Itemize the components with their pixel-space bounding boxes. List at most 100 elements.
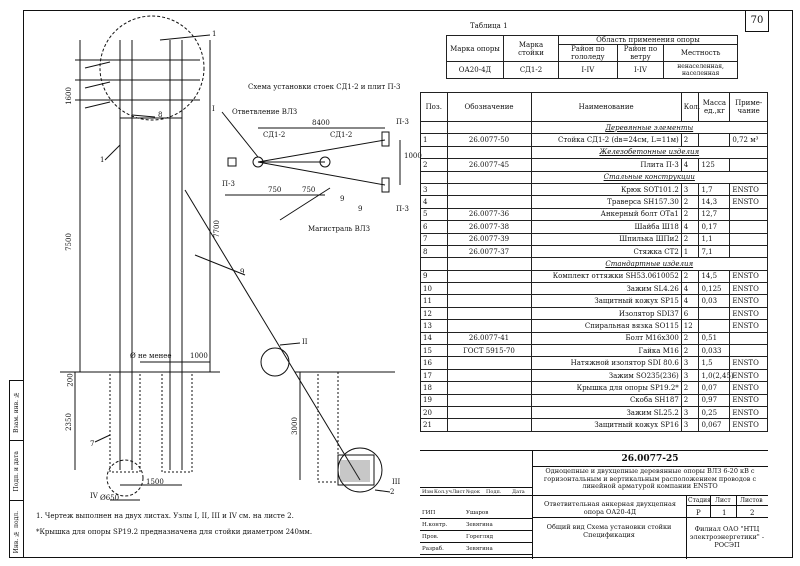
tb-person: Зевягина bbox=[466, 546, 493, 552]
spec-pos: 5 bbox=[420, 207, 448, 222]
label-n9: 9 bbox=[340, 195, 345, 203]
spec-pos: 17 bbox=[420, 368, 448, 383]
spec-section-title: Деревянные элементы bbox=[530, 120, 768, 135]
spec-oboz bbox=[446, 418, 532, 432]
spec-oboz: 26.0077-50 bbox=[446, 133, 532, 147]
spec-pos: 6 bbox=[420, 220, 448, 234]
tb-grid bbox=[686, 495, 687, 559]
spec-kol: 12 bbox=[680, 319, 700, 333]
spec-section-row: Стандартные изделия bbox=[420, 257, 768, 271]
spec-prim: ENSTO bbox=[729, 195, 768, 209]
spec-kol: 3 bbox=[680, 418, 700, 432]
spec-kol: 2 bbox=[680, 133, 700, 147]
label-p3-1: П-3 bbox=[396, 118, 409, 126]
spec-naim: Изолятор SDI37 bbox=[530, 306, 682, 321]
spec-pos: 8 bbox=[420, 244, 448, 259]
label-n9c: 9 bbox=[240, 268, 245, 276]
spec-pos: 9 bbox=[420, 269, 448, 284]
spec-kol: 3 bbox=[680, 368, 700, 383]
tb-role: Н.контр. bbox=[422, 522, 448, 528]
spec-massa bbox=[698, 133, 731, 147]
spec-naim: Гайка М16 bbox=[530, 344, 682, 358]
spec-h-massa: Масса ед.,кг bbox=[698, 92, 731, 122]
spec-massa: 14,5 bbox=[698, 269, 731, 284]
spec-prim: ENSTO bbox=[729, 306, 768, 321]
spec-naim: Крышка для опоры SP19.2* bbox=[530, 381, 682, 395]
spec-pos: 20 bbox=[420, 405, 448, 420]
spec-kol: 3 bbox=[680, 182, 700, 197]
spec-prim: ENSTO bbox=[729, 368, 768, 383]
spec-massa: 7,1 bbox=[698, 244, 731, 259]
spec-naim: Защитный кожух SP16 bbox=[530, 418, 682, 432]
tb-grid bbox=[420, 495, 532, 496]
tb-grid bbox=[532, 495, 768, 496]
spec-massa: 12,7 bbox=[698, 207, 731, 222]
spec-kol: 1 bbox=[680, 244, 700, 259]
dim-1000s: 1000 bbox=[404, 152, 422, 160]
listov-label: Листов bbox=[740, 497, 763, 504]
spec-h-naim: Наименование bbox=[530, 92, 682, 122]
org-name: Филиал ОАО "НТЦ электроэнергетики" - РОС… bbox=[689, 525, 765, 549]
tb-grid bbox=[736, 495, 737, 517]
page-number: 70 bbox=[750, 15, 764, 26]
spec-pos: 15 bbox=[420, 344, 448, 358]
label-sd1: СД1-2 bbox=[263, 131, 286, 139]
spec-kol: 4 bbox=[680, 220, 700, 234]
spec-oboz: 26.0077-37 bbox=[446, 244, 532, 259]
spec-naim: Стяжка СТ2 bbox=[530, 244, 682, 259]
title-divider bbox=[532, 466, 768, 467]
list-value: 1 bbox=[722, 509, 727, 517]
spec-oboz bbox=[446, 282, 532, 296]
pole-drawing bbox=[60, 15, 401, 501]
label-n7: 7 bbox=[90, 440, 95, 448]
tb-kol-uch: Кол.уч bbox=[434, 489, 452, 495]
spec-prim: ENSTO bbox=[729, 182, 768, 197]
dim-3000: 3000 bbox=[290, 417, 299, 435]
dim-7500: 7500 bbox=[64, 233, 73, 251]
spec-kol: 3 bbox=[680, 405, 700, 420]
t1-mestnost: ненаселенная, населенная bbox=[663, 61, 738, 79]
spec-massa: 1,5 bbox=[698, 356, 731, 370]
title-block: 26.0077-25 Одноцепные и двухцепные дерев… bbox=[420, 450, 768, 559]
doc-code: 26.0077-25 bbox=[621, 454, 679, 464]
spec-naim: Спиральная вязка SO115 bbox=[530, 319, 682, 333]
spec-section-row: Стальные конструкции bbox=[420, 170, 768, 184]
spec-kol: 2 bbox=[680, 331, 700, 346]
dim-650: Ø650 bbox=[100, 494, 120, 502]
spec-massa: 1,0(2,45) bbox=[698, 368, 734, 383]
spec-massa: 125 bbox=[698, 158, 731, 172]
spec-naim: Комплект оттяжки SH53.0610052 bbox=[530, 269, 682, 284]
specification-table: Поз. Обозначение Наименование Кол. Масса… bbox=[420, 92, 768, 432]
page-number-box: 70 bbox=[745, 10, 769, 32]
spec-kol: 2 bbox=[680, 207, 700, 222]
spec-section-title: Стальные конструкции bbox=[530, 170, 768, 184]
tb-grid bbox=[686, 505, 768, 506]
spec-naim: Шайба Ш18 bbox=[530, 220, 682, 234]
spec-pos: 16 bbox=[420, 356, 448, 370]
spec-prim: ENSTO bbox=[729, 319, 768, 333]
spec-oboz bbox=[446, 319, 532, 333]
spec-section-title: Железобетонные изделия bbox=[530, 145, 768, 160]
spec-oboz bbox=[446, 393, 532, 408]
spec-kol: 2 bbox=[680, 195, 700, 209]
t1-h-gololed: Район по гололеду bbox=[558, 44, 618, 62]
spec-oboz bbox=[446, 368, 532, 383]
tb-izm: Изм bbox=[422, 489, 433, 495]
spec-pos: 1 bbox=[420, 133, 448, 147]
node-iii: III bbox=[392, 478, 401, 486]
side-stamp-lines bbox=[9, 440, 23, 441]
spec-pos: 10 bbox=[420, 282, 448, 296]
spec-pos: 14 bbox=[420, 331, 448, 346]
tb-grid bbox=[420, 530, 532, 531]
spec-pos: 2 bbox=[420, 158, 448, 172]
stadiya-value: Р bbox=[696, 509, 701, 517]
